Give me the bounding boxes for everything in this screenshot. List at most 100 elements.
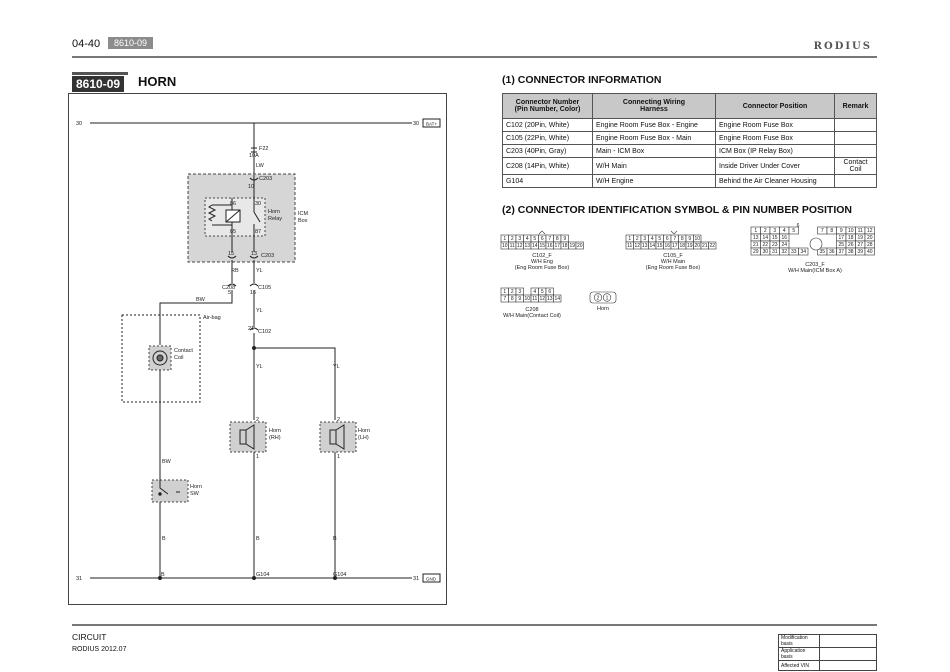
c203-pin-label: 24 [781,242,787,248]
horn-connector-pin [593,293,603,302]
gnd-tag-label: GND [426,577,437,582]
c102-key-icon [538,230,546,235]
g104-label-2: G104 [333,572,346,578]
c208-pin-label: 14 [554,296,560,302]
c102-pin-label: 15 [539,243,545,249]
horn-sw-label-2: SW [190,491,200,497]
c203-pin-label: 23 [772,242,778,248]
application-basis-value [819,647,877,661]
brand-logo: RODIUS [813,41,872,52]
table-row: Affected VIN [778,660,877,671]
c208-pin-cell [553,294,562,303]
connector-info-table: Connector Number(Pin Number, Color) Conn… [502,93,877,188]
horn-rh-pin-2: 2 [256,417,259,423]
connector-info-heading: (1) CONNECTOR INFORMATION [502,74,662,86]
c203-name: C203_F [805,262,825,268]
table-row: G104 W/H Engine Behind the Air Cleaner H… [502,174,877,188]
c102-pin-label: 16 [547,243,553,249]
contact-coil-label-1: Contact [174,348,193,354]
c105-pin-label: 21 [702,243,708,249]
c105-pin-label: 22 [709,243,715,249]
c105-pin-label: 2 [636,236,639,242]
affected-vin-value [819,660,877,671]
c203-pin-label: 25 [838,242,844,248]
horn-lh-label-1: Horn [358,428,370,434]
wiring-diagram-frame [68,93,447,605]
table-cell: Engine Room Fuse Box [715,118,835,132]
c105-pin-label: 1 [628,236,631,242]
table-cell [834,174,877,188]
c102-pin-label: 14 [532,243,538,249]
horn-connector-pin-label: 1 [606,296,609,302]
c203-pin-label: 2 [764,228,767,234]
c105-line2: W/H Main [661,259,685,265]
c203-bottom-label: C203 [261,253,274,259]
contact-coil-core [156,354,164,362]
table-cell: G104 [502,174,593,188]
c102-pin-label: 12 [517,243,523,249]
c203-pin-label: 8 [830,228,833,234]
col-connector-number: Connector Number(Pin Number, Color) [502,93,593,119]
c102-pin-label: 19 [569,243,575,249]
c203-bottom-mark-1 [227,255,237,259]
col-remark: Remark [834,93,877,119]
c105-key-icon [670,230,678,235]
bw-wire-1 [159,290,233,345]
table-row: Modification basis [778,634,877,648]
table-cell: W/H Engine [592,174,716,188]
table-row: C105 (22Pin, White) Engine Room Fuse Box… [502,131,877,145]
c203-pin-label: 30 [762,249,768,255]
c102-pin-label: 1 [503,236,506,242]
icm-label-1: ICM [298,211,309,217]
c105-pin-label: 18 [679,243,685,249]
relay-label-1: Horn [268,209,280,215]
wire-yl-label-1: YL [256,268,263,274]
wire-yl-label-2: YL [256,308,263,314]
c203-pin-label: 37 [838,249,844,255]
ground-junction-1 [158,576,162,580]
c102-mark [249,327,259,331]
horn-switch-icon [159,480,180,495]
c102-pin-label: 20 [577,243,583,249]
relay-label-2: Relay [268,216,282,222]
wire-yl-label-3: YL [256,364,263,370]
c105-label: C105 [258,285,271,291]
c208-name: C208 [525,307,538,313]
pin-13: 13 [251,251,257,257]
c105-pin-label: 8 [681,236,684,242]
c105-pin-label: 16 [664,243,670,249]
table-row: Application basis [778,647,877,661]
c105-pin-label: 20 [694,243,700,249]
section-code-badge: 8610-09 [108,37,154,49]
table-cell: Main - ICM Box [592,144,716,158]
c105-pin-label: 7 [673,236,676,242]
contact-coil-label-2: Coil [174,355,183,361]
c203-pin-label: 31 [772,249,778,255]
c203-pin-cell [788,226,799,235]
c105-pin-label: 3 [643,236,646,242]
table-row: C203 (40Pin, Gray) Main - ICM Box ICM Bo… [502,144,877,158]
c102-pin-label: 6 [541,236,544,242]
pin-85: 85 [230,229,236,235]
c203-top-pin: 6 [797,223,800,229]
c203-pin-label: 28 [867,242,873,248]
horn-lh-box [319,421,357,453]
c208-pin-label: 13 [547,296,553,302]
c203-top-label: C203 [259,176,272,182]
c203-pin-label: 15 [772,235,778,241]
horn-connector-name: Horn [597,306,609,312]
table-cell [834,131,877,145]
c208-pin-label: 1 [503,289,506,295]
c102-pin-label: 17 [554,243,560,249]
col-position: Connector Position [715,93,835,119]
table-cell: C102 (20Pin, White) [502,118,593,132]
relay-switch [253,211,261,223]
pin-10: 10 [248,184,254,190]
wire-lw-label: LW [256,163,265,169]
c208-mark [227,283,237,287]
horn-rh-label-2: (RH) [269,435,281,441]
c208-pin: 5 [228,290,231,296]
c105-pin-label: 6 [666,236,669,242]
